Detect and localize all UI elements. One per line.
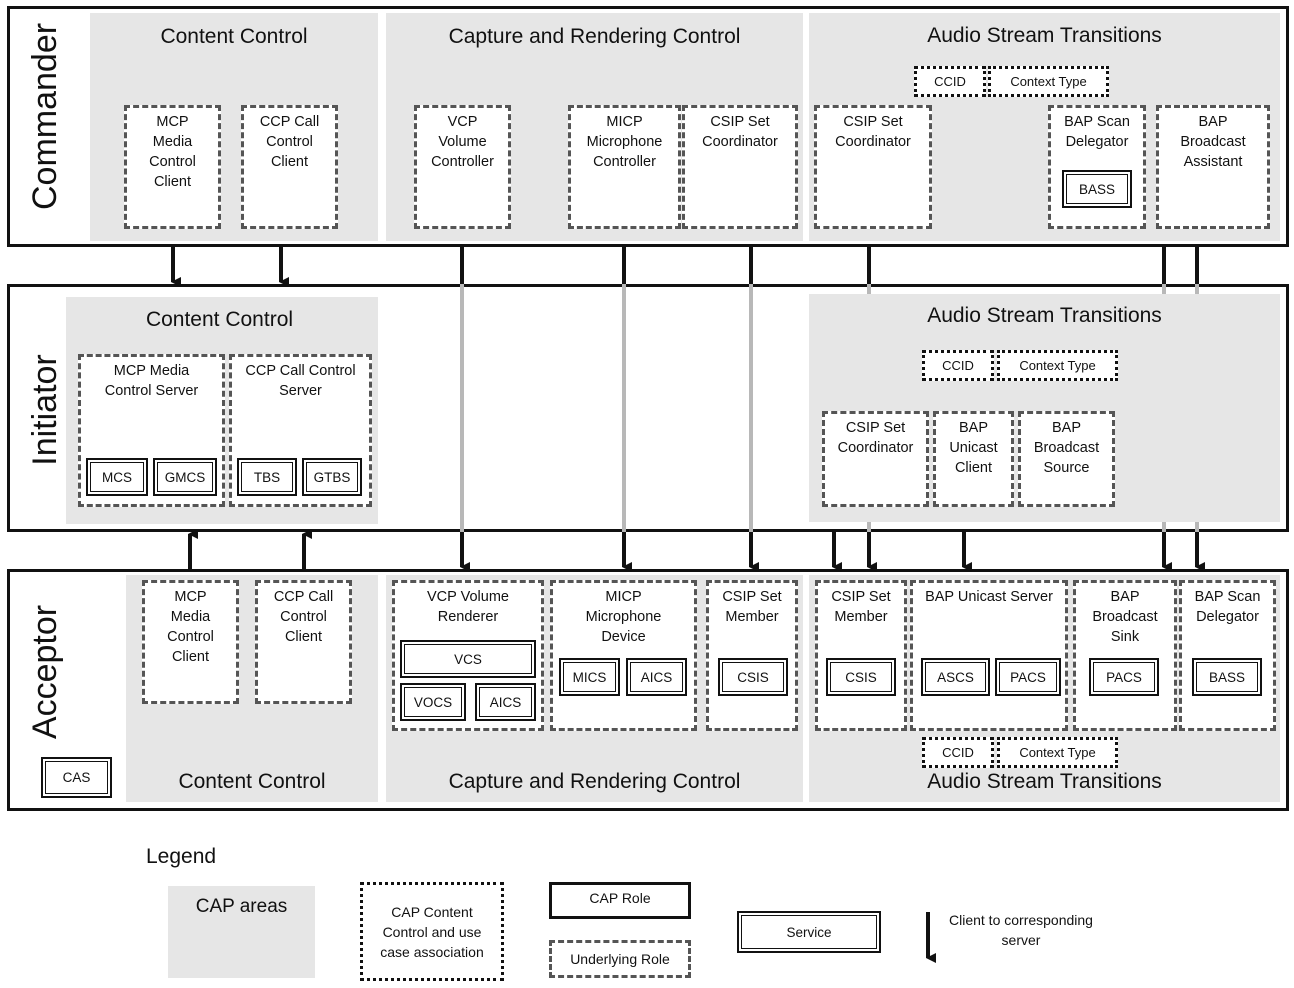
commander-mcp-client: MCP Media Control Client: [124, 105, 221, 229]
legend-title: Legend: [146, 845, 217, 868]
legend-cap-role: CAP Role: [549, 882, 691, 919]
legend-content-assoc-label: CAP Content Control and use case associa…: [380, 903, 484, 960]
commander-micp-controller: MICP Microphone Controller: [568, 105, 681, 229]
area-title: Content Control: [145, 308, 294, 331]
acceptor-audio-csis-service: CSIS: [826, 658, 896, 696]
acceptor-box: [7, 569, 1289, 811]
acceptor-ccp-client: CCP Call Control Client: [255, 580, 352, 704]
commander-box: [7, 6, 1289, 247]
acceptor-aics2-service: AICS: [626, 658, 687, 696]
initiator-csip-coordinator: CSIP Set Coordinator: [822, 411, 929, 507]
acceptor-csip-member: CSIP Set Member: [706, 580, 798, 731]
commander-vcp-controller: VCP Volume Controller: [414, 105, 511, 229]
area-title: Audio Stream Transitions: [927, 770, 1162, 793]
acceptor-pacs-service: PACS: [995, 658, 1061, 696]
legend-arrow-label: Client to corresponding server: [949, 912, 1093, 948]
acceptor-bap-unicast-server: BAP Unicast Server: [910, 580, 1068, 731]
area-title: Content Control: [178, 770, 326, 793]
acceptor-mics-service: MICS: [559, 658, 620, 696]
acceptor-micp-device: MICP Microphone Device: [550, 580, 697, 731]
acceptor-aics-service: AICS: [475, 683, 536, 721]
acceptor-ccid: CCID: [922, 737, 994, 768]
commander-ccid: CCID: [914, 66, 986, 97]
area-title: Capture and Rendering Control: [448, 25, 741, 48]
initiator-mcs-service: MCS: [86, 458, 148, 496]
initiator-box: [7, 284, 1289, 532]
legend-cap-areas: CAP areas: [168, 886, 315, 978]
commander-csip-coordinator: CSIP Set Coordinator: [682, 105, 798, 229]
commander-ccp-client: CCP Call Control Client: [241, 105, 338, 229]
initiator-bap-unicast-client: BAP Unicast Client: [933, 411, 1014, 507]
acceptor-audio-csip-member: CSIP Set Member: [815, 580, 907, 731]
commander-bass-service: BASS: [1062, 170, 1132, 208]
commander-context-type: Context Type: [988, 66, 1109, 97]
initiator-bap-broadcast-source: BAP Broadcast Source: [1018, 411, 1115, 507]
legend-cap-role-label: CAP Role: [589, 890, 651, 906]
acceptor-pacs2-service: PACS: [1089, 658, 1159, 696]
acceptor-mcp-client: MCP Media Control Client: [142, 580, 239, 704]
legend-underlying-role-label: Underlying Role: [570, 951, 670, 967]
initiator-ccid: CCID: [922, 350, 994, 381]
initiator-gmcs-service: GMCS: [153, 458, 217, 496]
area-title: Capture and Rendering Control: [448, 770, 741, 793]
area-title: Audio Stream Transitions: [927, 304, 1162, 327]
acceptor-vocs-service: VOCS: [400, 683, 466, 721]
commander-bap-broadcast-assistant: BAP Broadcast Assistant: [1156, 105, 1270, 229]
legend-cap-areas-label: CAP areas: [195, 896, 288, 917]
area-title: Audio Stream Transitions: [927, 24, 1162, 47]
legend-content-assoc: CAP Content Control and use case associa…: [360, 882, 504, 981]
initiator-context-type: Context Type: [997, 350, 1118, 381]
acceptor-ascs-service: ASCS: [921, 658, 990, 696]
acceptor-context-type: Context Type: [997, 737, 1118, 768]
acceptor-vcs-service: VCS: [400, 640, 536, 678]
legend-underlying-role: Underlying Role: [549, 940, 691, 978]
acceptor-bap-scan-delegator: BAP Scan Delegator: [1179, 580, 1276, 731]
area-title: Content Control: [160, 25, 308, 48]
commander-audio-csip-coordinator: CSIP Set Coordinator: [814, 105, 932, 229]
acceptor-cas-service: CAS: [41, 757, 112, 798]
acceptor-csis-service: CSIS: [718, 658, 788, 696]
acceptor-bap-broadcast-sink: BAP Broadcast Sink: [1073, 580, 1177, 731]
legend-service: Service: [737, 911, 881, 953]
initiator-tbs-service: TBS: [237, 458, 297, 496]
commander-bap-scan-delegator: BAP Scan Delegator: [1048, 105, 1146, 229]
acceptor-bass-service: BASS: [1192, 658, 1262, 696]
initiator-gtbs-service: GTBS: [302, 458, 362, 496]
